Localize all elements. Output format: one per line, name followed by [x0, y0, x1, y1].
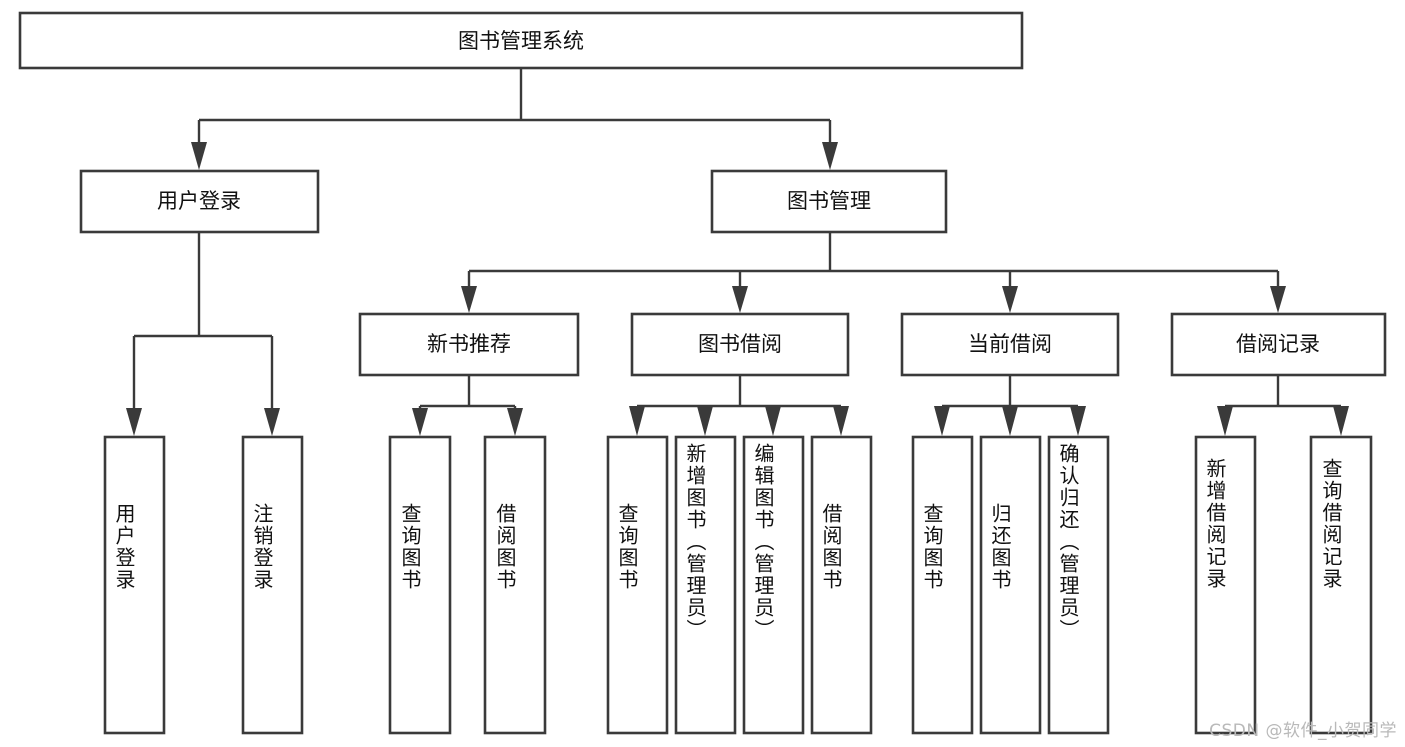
arrow-head-leaf-user-login-1 — [126, 408, 142, 436]
node-label-current-borrow: 当前借阅 — [968, 332, 1052, 356]
arrow-head-leaf-current-borrow-3 — [1070, 406, 1086, 436]
leaf-box-current-borrow-1[interactable] — [911, 435, 974, 735]
leaf-box-user-login-2[interactable] — [241, 435, 304, 735]
node-label-new-book-recommend: 新书推荐 — [427, 332, 511, 356]
arrow-head-leaf-book-borrow-1 — [629, 406, 645, 436]
node-box-book-borrow[interactable] — [630, 312, 850, 377]
node-label-book-manage: 图书管理 — [787, 189, 871, 213]
connector-group-book-manage — [461, 232, 1286, 313]
arrow-head-leaf-borrow-record-2 — [1333, 406, 1349, 436]
leaf-box-book-borrow-3[interactable] — [742, 435, 805, 735]
connector-group-current-borrow-leaves — [934, 375, 1086, 436]
node-box-book-manage[interactable] — [710, 169, 948, 234]
arrow-head-borrow-record — [1270, 286, 1286, 313]
arrow-head-user-login — [191, 142, 207, 170]
node-box-new-book-recommend[interactable] — [358, 312, 580, 377]
leaf-box-new-book-2[interactable] — [483, 435, 547, 735]
arrow-head-leaf-new-book-2 — [507, 408, 523, 436]
arrow-head-book-manage — [822, 142, 838, 170]
leaf-box-current-borrow-3[interactable] — [1047, 435, 1110, 735]
leaf-box-book-borrow-4[interactable] — [810, 435, 873, 735]
arrow-head-leaf-book-borrow-2 — [697, 406, 713, 436]
arrow-head-leaf-new-book-1 — [412, 408, 428, 436]
connector-group-root — [191, 68, 838, 170]
leaf-box-borrow-record-1[interactable] — [1194, 435, 1257, 735]
watermark-text: CSDN @软件_小贺同学 — [1209, 721, 1397, 741]
leaf-box-new-book-1[interactable] — [388, 435, 452, 735]
node-label-user-login: 用户登录 — [157, 189, 241, 213]
arrow-head-leaf-borrow-record-1 — [1217, 406, 1233, 436]
node-box-root[interactable] — [18, 11, 1024, 70]
leaf-box-book-borrow-2[interactable] — [674, 435, 737, 735]
leaf-box-borrow-record-2[interactable] — [1309, 435, 1373, 735]
node-label-book-borrow: 图书借阅 — [698, 332, 782, 356]
leaf-box-current-borrow-2[interactable] — [979, 435, 1042, 735]
arrow-head-current-borrow — [1002, 286, 1018, 313]
arrow-head-leaf-book-borrow-3 — [765, 406, 781, 436]
arrow-head-leaf-user-login-2 — [264, 408, 280, 436]
connector-group-book-borrow-leaves — [629, 375, 849, 436]
connector-group-borrow-record-leaves — [1217, 375, 1349, 436]
arrow-head-leaf-current-borrow-2 — [1002, 406, 1018, 436]
connector-group-new-book-leaves — [412, 375, 523, 436]
arrow-head-new-book — [461, 286, 477, 313]
node-box-user-login[interactable] — [79, 169, 320, 234]
leaf-box-user-login-1[interactable] — [103, 435, 166, 735]
node-box-borrow-record[interactable] — [1170, 312, 1387, 377]
connector-group-user-login — [126, 232, 280, 436]
node-label-root: 图书管理系统 — [458, 29, 584, 53]
arrow-head-leaf-book-borrow-4 — [833, 406, 849, 436]
node-label-borrow-record: 借阅记录 — [1236, 332, 1320, 356]
arrow-head-book-borrow — [732, 286, 748, 313]
node-box-current-borrow[interactable] — [900, 312, 1120, 377]
arrow-head-leaf-current-borrow-1 — [934, 406, 950, 436]
leaf-box-book-borrow-1[interactable] — [606, 435, 669, 735]
